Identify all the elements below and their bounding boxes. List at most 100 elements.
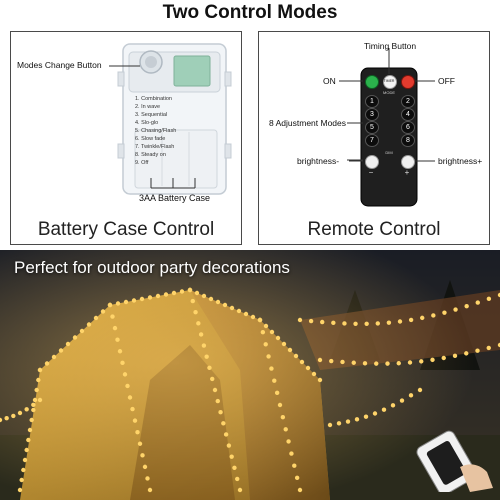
string-light xyxy=(4,415,9,421)
string-light xyxy=(145,476,150,481)
string-light xyxy=(497,342,500,348)
battery-case-label: 3AA Battery Case xyxy=(139,193,211,203)
string-light xyxy=(372,411,378,416)
string-light xyxy=(24,407,29,412)
string-light xyxy=(210,376,215,382)
string-light xyxy=(26,437,31,443)
string-light xyxy=(442,310,447,315)
string-light xyxy=(327,422,333,428)
string-light xyxy=(375,321,380,326)
string-light xyxy=(464,303,469,309)
string-light xyxy=(187,287,193,293)
string-light xyxy=(208,296,214,302)
string-light xyxy=(250,314,256,320)
string-light xyxy=(137,441,143,446)
string-light xyxy=(115,301,121,306)
string-light xyxy=(17,487,23,493)
number-key: 8 xyxy=(401,134,415,147)
string-light xyxy=(317,377,323,383)
string-light xyxy=(37,397,43,403)
string-light xyxy=(407,360,413,365)
number-key: 6 xyxy=(401,121,415,134)
string-light xyxy=(132,418,138,423)
timing-button-label: Timing Button xyxy=(364,41,417,51)
string-light xyxy=(117,349,123,354)
string-light xyxy=(362,361,368,366)
number-key: 7 xyxy=(365,134,379,147)
brightness-down-button xyxy=(365,155,379,169)
string-light xyxy=(475,348,480,353)
mini-remote-icon xyxy=(416,430,493,492)
number-key: 4 xyxy=(401,108,415,121)
string-light xyxy=(345,419,351,424)
string-light xyxy=(283,427,288,432)
string-light xyxy=(36,377,41,383)
off-label: OFF xyxy=(438,76,455,86)
string-light xyxy=(464,351,469,356)
string-light xyxy=(329,358,334,364)
dim-key-label: DIM xyxy=(385,150,393,155)
string-light xyxy=(204,354,209,359)
string-light xyxy=(201,343,207,348)
brightness-up-button xyxy=(401,155,415,169)
string-light xyxy=(417,387,423,393)
string-light xyxy=(223,432,229,437)
string-light xyxy=(232,465,237,470)
string-light xyxy=(299,359,305,365)
string-light xyxy=(269,366,274,371)
string-light xyxy=(0,417,3,423)
string-light xyxy=(207,365,212,370)
remote-control-caption: Remote Control xyxy=(307,219,441,240)
string-light xyxy=(131,298,137,303)
string-light xyxy=(399,398,405,403)
string-light xyxy=(294,475,300,481)
string-light xyxy=(218,410,223,415)
string-light xyxy=(32,397,38,403)
string-light xyxy=(331,320,336,326)
string-light xyxy=(269,329,275,335)
tent-lights-photo xyxy=(0,250,500,500)
mode-list-item: 1. Combination xyxy=(135,96,172,102)
string-light xyxy=(374,361,379,366)
string-light xyxy=(287,347,293,353)
string-light xyxy=(22,457,28,463)
string-light xyxy=(221,421,226,426)
string-light xyxy=(196,321,201,326)
string-light xyxy=(100,309,106,314)
string-light xyxy=(486,345,491,351)
string-light xyxy=(274,390,280,396)
string-light xyxy=(453,307,458,312)
string-light xyxy=(147,295,153,300)
string-light xyxy=(212,387,218,393)
brightness-minus-label: brightness- xyxy=(297,156,340,166)
string-light xyxy=(363,414,369,419)
string-light xyxy=(336,421,342,426)
string-light xyxy=(311,371,317,377)
string-light xyxy=(419,359,424,364)
string-light xyxy=(29,417,34,423)
string-light xyxy=(171,290,177,296)
string-light xyxy=(27,427,33,433)
string-light xyxy=(215,398,220,404)
string-light xyxy=(19,477,24,483)
string-light xyxy=(340,359,345,365)
number-key: 3 xyxy=(365,108,379,121)
string-light xyxy=(430,357,435,363)
string-light xyxy=(272,378,277,383)
string-light xyxy=(130,406,135,412)
string-light xyxy=(263,323,269,329)
string-light xyxy=(110,314,115,319)
battery-case-caption: Battery Case Control xyxy=(37,219,215,240)
string-light xyxy=(198,332,204,337)
minus-key-label: − xyxy=(368,168,374,177)
string-light xyxy=(235,476,240,482)
string-light xyxy=(260,329,266,335)
string-light xyxy=(281,341,287,347)
on-label: ON xyxy=(323,76,336,86)
page-title: Two Control Modes xyxy=(162,2,338,23)
string-light xyxy=(297,487,303,493)
string-light xyxy=(275,335,281,341)
string-light xyxy=(257,317,263,323)
